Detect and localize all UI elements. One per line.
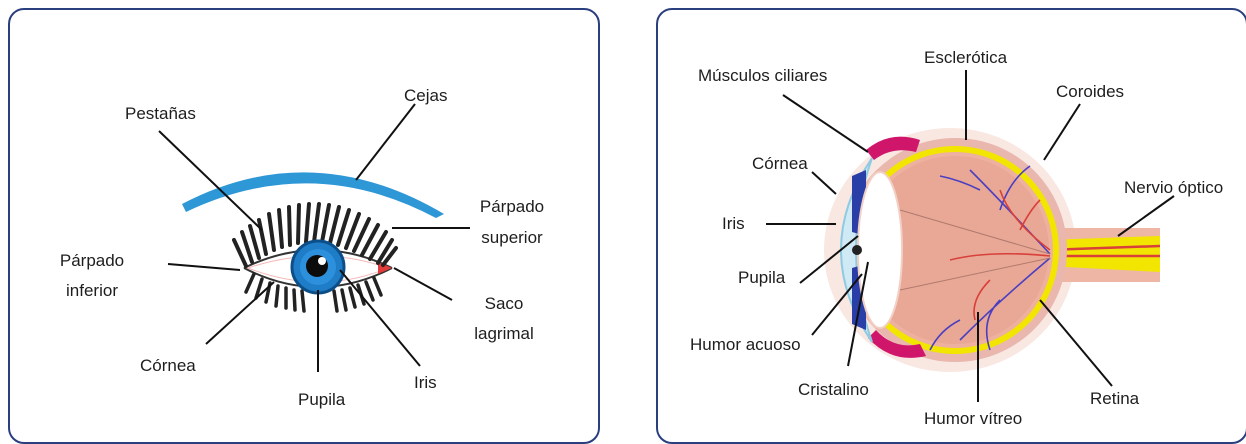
pupil-dot <box>852 245 862 255</box>
optic-nerve-core <box>1046 236 1160 272</box>
label-pupila-right: Pupila <box>738 268 786 287</box>
ciliary-upper <box>866 136 920 160</box>
label-cornea-right: Córnea <box>752 154 808 173</box>
label-iris-right: Iris <box>722 214 745 233</box>
label-cornea-left: Córnea <box>140 356 196 375</box>
label-nervio-optico: Nervio óptico <box>1124 178 1224 197</box>
retinal-vessels <box>929 165 1051 351</box>
label-pupila-left: Pupila <box>298 390 346 409</box>
label-cristalino: Cristalino <box>798 380 869 399</box>
label-parpado-superior: Párpado superior <box>479 197 545 247</box>
eyebrow-shape <box>182 172 444 218</box>
label-humor-vitreo: Humor vítreo <box>924 409 1023 428</box>
label-musculos-ciliares: Músculos ciliares <box>698 66 828 85</box>
label-humor-acuoso: Humor acuoso <box>690 335 801 354</box>
pupil-highlight <box>318 257 326 265</box>
label-cejas: Cejas <box>404 86 448 105</box>
lower-lashes <box>244 272 383 313</box>
label-saco-lagrimal: Saco lagrimal <box>474 294 534 343</box>
label-coroides: Coroides <box>1056 82 1125 101</box>
label-esclerotica: Esclerótica <box>924 48 1008 67</box>
label-pestanas: Pestañas <box>125 104 196 123</box>
external-eye-leaders <box>158 103 470 372</box>
ciliary-lower <box>868 330 926 358</box>
label-retina: Retina <box>1090 389 1140 408</box>
lens <box>857 171 903 329</box>
label-parpado-inferior: Párpado inferior <box>59 251 125 300</box>
external-eye-panel <box>8 8 600 444</box>
optical-axis <box>899 209 1051 255</box>
upper-lashes <box>232 202 398 268</box>
eye-section-leaders <box>766 70 1175 402</box>
label-iris-left: Iris <box>414 373 437 392</box>
optical-axis-2 <box>899 257 1051 291</box>
